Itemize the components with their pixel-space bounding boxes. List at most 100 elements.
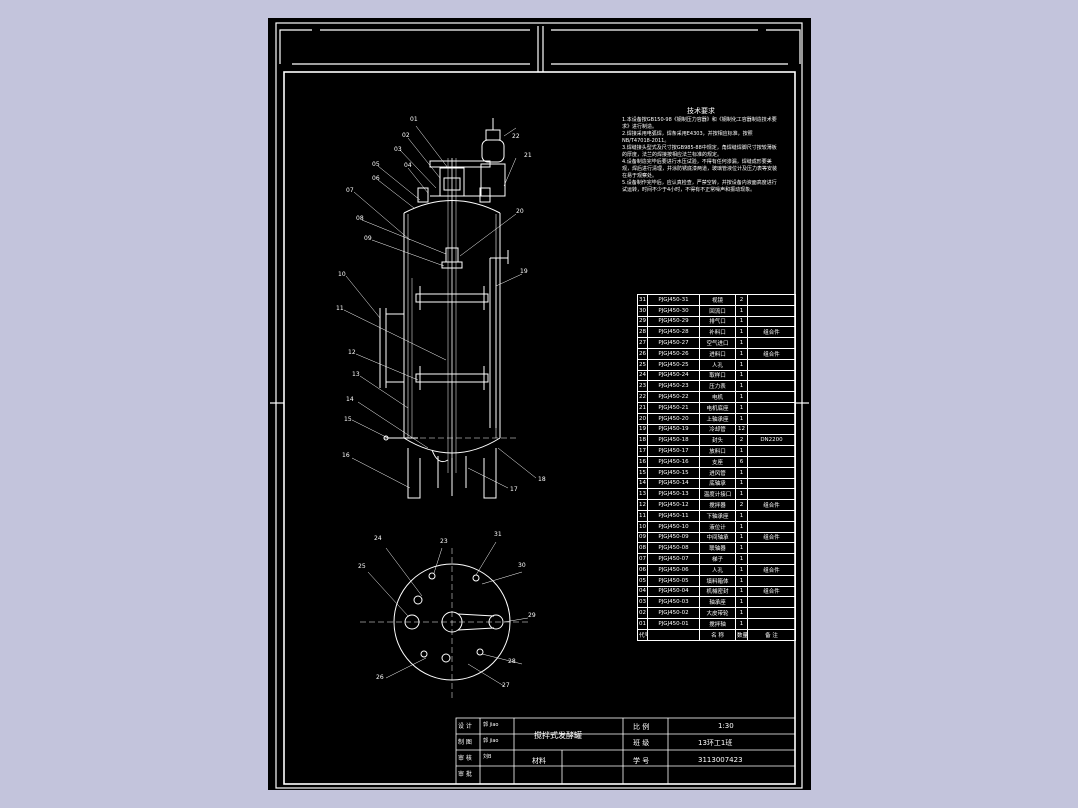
parts-cell: 封头 — [699, 434, 736, 447]
parts-cell: 1 — [735, 607, 748, 619]
parts-cell: 1 — [735, 391, 748, 403]
callout: 03 — [394, 146, 402, 153]
parts-cell: 1 — [735, 553, 748, 565]
parts-cell: 冷却管 — [699, 423, 736, 436]
parts-cell: 中间轴承 — [699, 531, 736, 544]
parts-cell: 支座 — [699, 455, 736, 468]
parts-cell: 电机 — [699, 391, 736, 403]
parts-cell: 数量 — [735, 628, 748, 641]
parts-cell: 09 — [637, 531, 648, 544]
corner-mark-tr — [766, 29, 801, 64]
parts-cell: 1 — [735, 358, 748, 371]
class-value: 13环工1班 — [698, 739, 733, 747]
parts-cell — [747, 553, 796, 565]
title-block-grid — [455, 717, 796, 785]
parts-cell: DN2200 — [747, 434, 796, 447]
parts-cell: PJGJ450-02 — [647, 607, 700, 619]
parts-cell: 15 — [637, 466, 648, 479]
parts-cell: 21 — [637, 401, 648, 414]
parts-cell: 1 — [735, 542, 748, 555]
parts-cell: 1 — [735, 326, 748, 339]
vessel-plan — [360, 541, 530, 698]
parts-cell: 补料口 — [699, 326, 736, 339]
drawing-sheet: 技术要求 1.本设备按GB150-98《钢制压力容器》和《钢制化工容器制造技术要… — [268, 18, 811, 790]
parts-cell: PJGJ450-15 — [647, 466, 700, 479]
parts-cell: 1 — [735, 412, 748, 425]
parts-cell: PJGJ450-23 — [647, 380, 700, 393]
callout: 29 — [528, 612, 536, 619]
parts-cell: 1 — [735, 585, 748, 598]
parts-cell: 20 — [637, 412, 648, 425]
parts-cell: 1 — [735, 596, 748, 609]
callout: 17 — [510, 486, 518, 493]
callout: 31 — [494, 531, 502, 538]
requirement-item: 1.本设备按GB150-98《钢制压力容器》和《钢制化工容器制造技术要求》进行制… — [622, 117, 777, 130]
parts-cell: 1 — [735, 509, 748, 522]
callout: 08 — [356, 215, 364, 222]
parts-cell: 1 — [735, 315, 748, 328]
parts-cell — [747, 358, 796, 371]
parts-cell: 1 — [735, 401, 748, 414]
parts-cell: 30 — [637, 304, 648, 317]
requirement-item: 4.设备制造完毕后要进行水压试验，不得有任何渗漏，焊缝成形要美观，焊后进行清理，… — [622, 159, 778, 179]
parts-cell: 放料口 — [699, 445, 736, 457]
parts-cell: 26 — [637, 347, 648, 360]
callout: 02 — [402, 132, 410, 139]
parts-cell: 06 — [637, 563, 648, 576]
parts-cell: 17 — [637, 445, 648, 457]
parts-cell: 08 — [637, 542, 648, 555]
parts-cell: PJGJ450-03 — [647, 596, 700, 609]
parts-cell — [747, 294, 796, 306]
parts-cell — [747, 542, 796, 555]
role-design: 设 计 — [458, 723, 472, 730]
drawing-title: 搅拌式发酵罐 — [534, 731, 582, 740]
parts-cell: 组合件 — [747, 563, 796, 576]
parts-cell: PJGJ450-10 — [647, 520, 700, 533]
parts-cell: 25 — [637, 358, 648, 371]
parts-cell: 1 — [735, 531, 748, 544]
checker-name: 刘B — [483, 754, 492, 760]
parts-cell: 22 — [637, 391, 648, 403]
parts-cell: PJGJ450-31 — [647, 294, 700, 306]
parts-cell: 1 — [735, 477, 748, 490]
parts-cell: 27 — [637, 337, 648, 349]
parts-cell — [747, 380, 796, 393]
parts-cell: PJGJ450-29 — [647, 315, 700, 328]
parts-cell: 空气进口 — [699, 337, 736, 349]
requirement-item: 2.焊接采用电弧焊，焊条采用E4303，并按相应标准，按照NB/T47018-2… — [622, 131, 753, 144]
parts-cell: 液位计 — [699, 520, 736, 533]
parts-cell: PJGJ450-21 — [647, 401, 700, 414]
parts-cell: PJGJ450-07 — [647, 553, 700, 565]
parts-cell: 梯子 — [699, 553, 736, 565]
parts-cell — [747, 574, 796, 587]
parts-cell: PJGJ450-16 — [647, 455, 700, 468]
parts-cell: 13 — [637, 488, 648, 501]
parts-cell: 1 — [735, 445, 748, 457]
callout: 19 — [520, 268, 528, 275]
parts-cell: 回流口 — [699, 304, 736, 317]
drafter-name: 郭 jiao — [483, 738, 499, 744]
parts-cell: PJGJ450-27 — [647, 337, 700, 349]
parts-cell: 组合件 — [747, 499, 796, 511]
parts-cell: 29 — [637, 315, 648, 328]
parts-cell: 名 称 — [699, 628, 736, 641]
parts-cell: 31 — [637, 294, 648, 306]
technical-requirements-title: 技术要求 — [687, 107, 715, 115]
callout: 06 — [372, 175, 380, 182]
parts-cell: 1 — [735, 380, 748, 393]
parts-cell: 10 — [637, 520, 648, 533]
callout: 09 — [364, 235, 372, 242]
vessel-elevation — [343, 118, 537, 499]
parts-cell — [747, 520, 796, 533]
callout: 20 — [516, 208, 524, 215]
